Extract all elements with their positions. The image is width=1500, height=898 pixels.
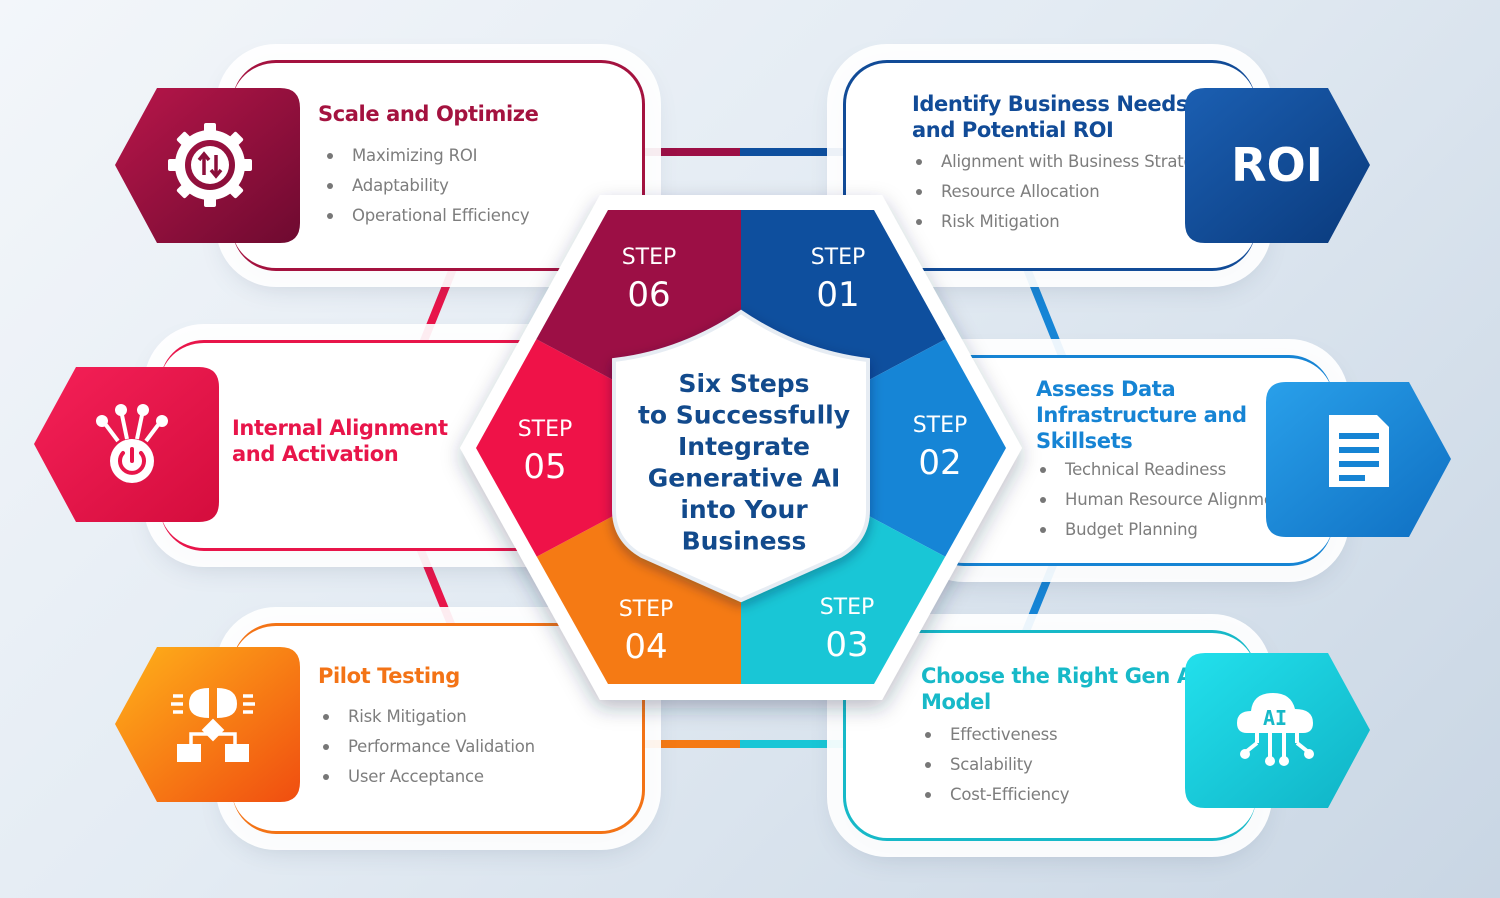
center-title-line: Business: [682, 527, 807, 556]
center-title-line: Six Steps: [678, 369, 809, 398]
roi-badge-text: ROI: [1231, 138, 1323, 192]
step-label: STEP: [913, 413, 968, 438]
step-number: 01: [816, 275, 859, 315]
list-item: Operational Efficiency: [324, 201, 530, 231]
list-item: Human Resource Alignment: [1037, 485, 1291, 515]
step-label: STEP: [518, 417, 573, 442]
list-item: Technical Readiness: [1037, 455, 1290, 485]
document-icon: [1329, 415, 1389, 487]
badge-internal: [34, 367, 219, 522]
card-title: Identify Business Needs and Potential RO…: [912, 92, 1188, 142]
center-shield: [612, 309, 870, 603]
list-item: Risk Mitigation: [320, 702, 535, 732]
card-title: Internal Alignment and Activation: [232, 416, 448, 466]
center-title-line: Integrate: [678, 432, 810, 461]
gear-arrows-icon: [168, 123, 252, 207]
step-number: 05: [523, 447, 566, 487]
card-scale-optimize: Scale and Optimize Maximizing ROI Adapta…: [232, 60, 645, 271]
step-label: STEP: [619, 597, 674, 622]
card-list: Effectiveness Scalability Cost-Efficienc…: [922, 720, 1070, 810]
center-title: Six Steps to SuccessfullyIntegrateGenerat…: [638, 369, 850, 556]
card-list: Maximizing ROI Adaptability Operational …: [324, 141, 530, 231]
badge-assess: [1266, 382, 1451, 537]
step-sector-05: [476, 250, 741, 646]
svg-text:AI: AI: [1263, 706, 1287, 730]
step-number: 04: [624, 627, 667, 667]
ai-cloud-icon: AI: [1237, 693, 1314, 766]
card-pilot-testing: Pilot Testing Risk Mitigation Performanc…: [232, 623, 645, 834]
card-title: Assess Data Infrastructure and Skillsets: [1036, 377, 1247, 453]
card-title: Choose the Right Gen AI Model: [921, 664, 1201, 714]
step-number: 03: [825, 625, 868, 665]
step-number: 02: [918, 443, 961, 483]
list-item: Resource Allocation: [913, 177, 1213, 207]
network-power-icon: [96, 404, 168, 483]
center-title-line: Generative AI: [648, 464, 841, 493]
list-item: Scalability: [922, 750, 1069, 780]
list-item: Risk Mitigation: [913, 207, 1213, 237]
list-item: Cost-Efficiency: [922, 780, 1070, 810]
badge-roi: ROI: [1185, 88, 1370, 243]
badge-scale: [115, 88, 300, 243]
list-item: Budget Planning: [1037, 515, 1290, 545]
list-item: Performance Validation: [320, 732, 535, 762]
card-list: Alignment with Business Strategy Resourc…: [913, 147, 1214, 237]
card-list: Technical Readiness Human Resource Align…: [1037, 455, 1291, 545]
badge-pilot: [115, 647, 300, 802]
center-title-line: to Successfully: [638, 401, 850, 430]
list-item: Effectiveness: [922, 720, 1069, 750]
list-item: Maximizing ROI: [324, 141, 529, 171]
card-title: Scale and Optimize: [318, 102, 539, 126]
badge-choose: AI: [1185, 653, 1370, 808]
step-number: 06: [627, 275, 670, 315]
step-label: STEP: [622, 245, 677, 270]
step-sector-02: [741, 250, 1006, 646]
center-title-line: into Your: [680, 495, 808, 524]
list-item: User Acceptance: [320, 762, 535, 792]
card-title: Pilot Testing: [318, 664, 460, 688]
step-label: STEP: [811, 245, 866, 270]
list-item: Adaptability: [324, 171, 529, 201]
list-item: Alignment with Business Strategy: [913, 147, 1214, 177]
step-label: STEP: [820, 595, 875, 620]
card-list: Risk Mitigation Performance Validation U…: [320, 702, 535, 792]
